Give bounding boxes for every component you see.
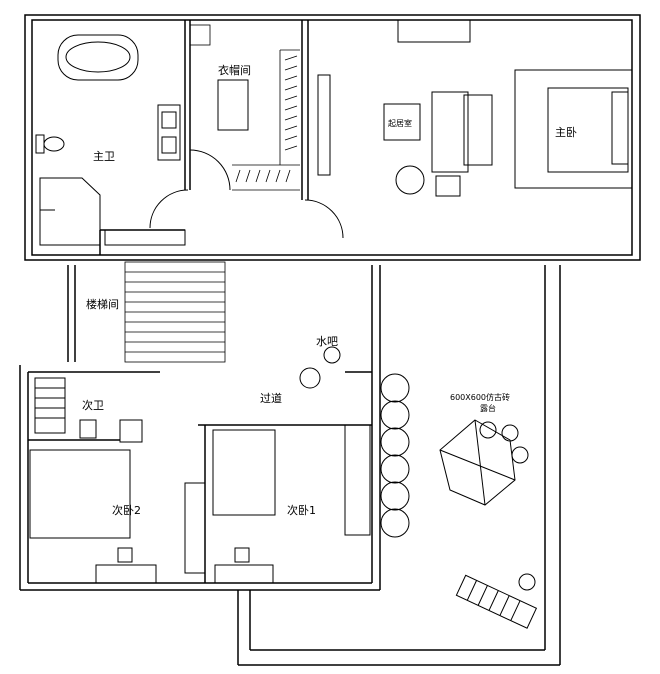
room-label-water-bar: 水吧 xyxy=(316,335,338,348)
terrace-floor-note: 600X600仿古砖 xyxy=(450,393,511,402)
toilet xyxy=(35,134,65,154)
sun-lounger xyxy=(455,574,538,629)
room-label-stairwell: 楼梯间 xyxy=(86,298,119,311)
room-label-second-bedroom-2: 次卧2 xyxy=(112,504,141,517)
room-label-second-bath: 次卫 xyxy=(82,399,104,412)
stairs xyxy=(124,261,226,363)
umbrella-table xyxy=(439,419,529,506)
room-label-terrace: 露台 xyxy=(480,404,496,413)
room-label-corridor: 过道 xyxy=(260,392,282,405)
bed-1 xyxy=(212,429,276,516)
lower-walls xyxy=(19,265,561,666)
door-swing xyxy=(149,189,189,229)
room-label-master-bedroom: 主卧 xyxy=(555,126,577,139)
bed-2 xyxy=(29,449,131,539)
terrace-plants xyxy=(380,373,410,538)
room-label-master-bath: 主卫 xyxy=(93,150,115,163)
room-label-living-room: 起居室 xyxy=(388,119,412,128)
shower xyxy=(39,177,101,246)
room-label-second-bedroom-1: 次卧1 xyxy=(287,504,316,517)
wardrobe xyxy=(189,24,300,191)
room-label-walk-in-closet: 衣帽间 xyxy=(218,64,251,77)
bathtub xyxy=(57,34,139,81)
